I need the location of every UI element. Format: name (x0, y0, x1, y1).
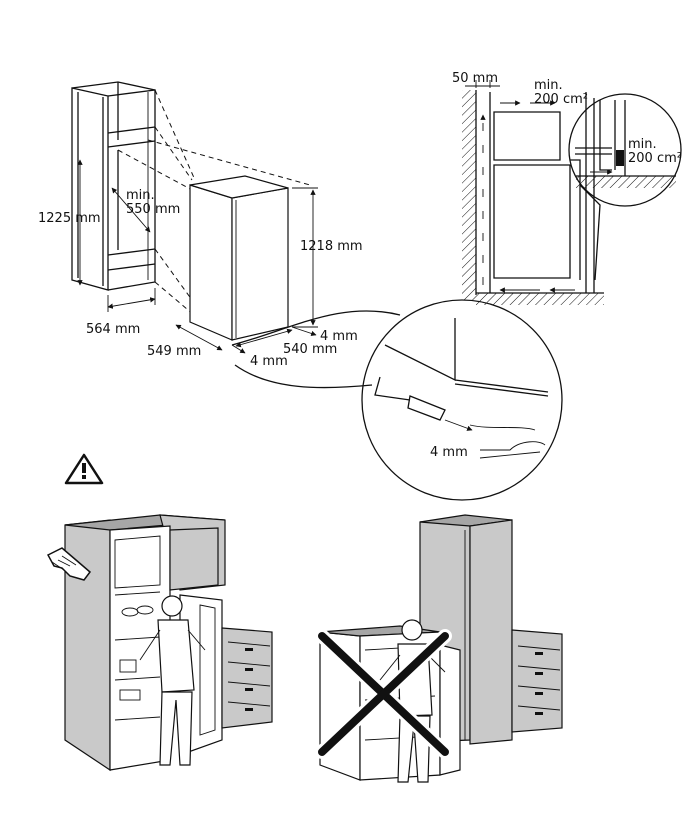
niche-depth-label: 550 mm (126, 202, 180, 217)
niche-height-label: 1225 mm (38, 211, 101, 226)
niche-width-dimension: 564 mm (86, 288, 156, 337)
correct-installation-scene (64, 514, 273, 772)
top-area-label: 200 cm² (534, 92, 588, 107)
appliance-height-dimension: 1218 mm (292, 187, 363, 328)
warning-triangle-icon (64, 453, 104, 485)
niche-frame (71, 81, 156, 291)
appliance-width-dimension: 540 mm 4 mm 4 mm (231, 326, 358, 369)
niche-height-dimension: 1225 mm (38, 159, 101, 286)
appliance-box (189, 175, 289, 341)
niche-min-label: min. (126, 188, 155, 203)
cross-out-icon (315, 629, 452, 759)
detail-zoom: 4 mm (231, 299, 563, 501)
bottom-gap-label: 4 mm (250, 354, 288, 369)
appliance-height-label: 1218 mm (300, 239, 363, 254)
appliance-width-label: 540 mm (283, 342, 337, 357)
top-min-label: min. (534, 78, 563, 93)
appliance-depth-dimension: 549 mm (147, 324, 223, 359)
niche-depth-dimension: min. 550 mm (111, 187, 180, 233)
detail-gap-label: 4 mm (430, 445, 468, 460)
bottom-min-label: min. (628, 137, 657, 152)
appliance-depth-label: 549 mm (147, 344, 201, 359)
ventilation-section: 50 mm min. 200 cm² min. 200 cm² (452, 71, 682, 305)
person-figure (139, 595, 206, 766)
bottom-area-label: 200 cm² (628, 151, 682, 166)
niche-width-label: 564 mm (86, 322, 140, 337)
wall-gap-label: 50 mm (452, 71, 498, 86)
side-gap-label: 4 mm (320, 329, 358, 344)
hand-pointer-icon (46, 547, 92, 581)
